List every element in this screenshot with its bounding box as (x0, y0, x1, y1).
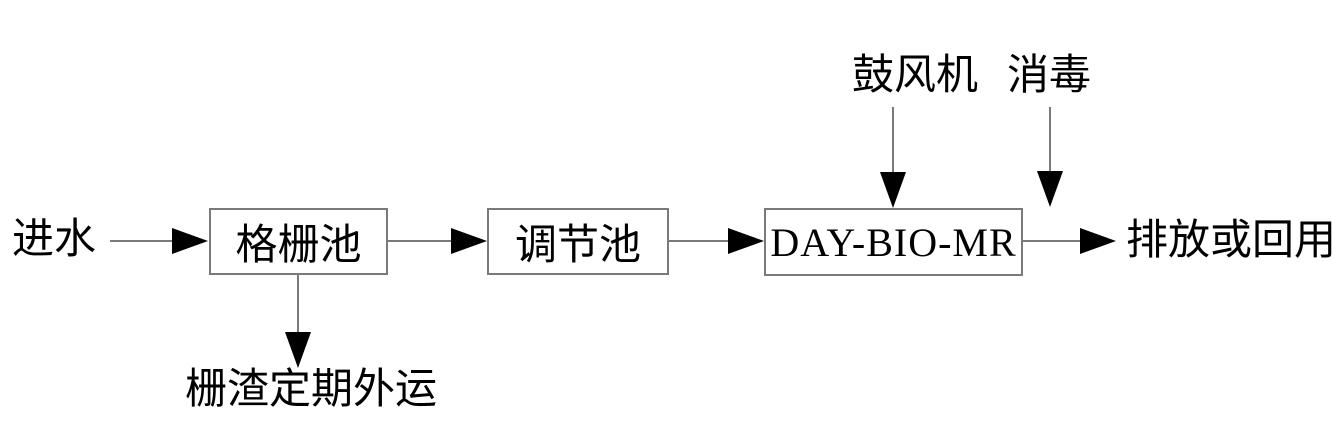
arrow-regulation-to-bioreactor-line (669, 240, 729, 242)
arrow-disinfection-head-icon (1037, 171, 1063, 207)
inlet-label: 进水 (12, 217, 97, 263)
residue-label: 栅渣定期外运 (185, 367, 438, 413)
arrow-bioreactor-to-outlet-head-icon (1080, 228, 1116, 254)
arrow-inlet-to-screen-head-icon (172, 228, 208, 254)
arrow-blower-to-bioreactor-head-icon (880, 172, 906, 208)
box-day-bio-mr: DAY-BIO-MR (764, 208, 1023, 276)
arrow-bioreactor-to-outlet-line (1023, 240, 1081, 242)
arrow-regulation-to-bioreactor-head-icon (728, 228, 764, 254)
disinfection-label: 消毒 (1007, 53, 1092, 99)
arrow-blower-to-bioreactor-line (892, 107, 894, 173)
box-regulation-tank: 调节池 (487, 208, 669, 275)
arrow-screen-to-regulation-line (388, 240, 452, 242)
arrow-inlet-to-screen-line (110, 240, 174, 242)
arrow-disinfection-line (1049, 107, 1051, 172)
arrow-screen-to-residue-line (297, 275, 299, 333)
box-screen-tank: 格栅池 (209, 208, 388, 275)
arrow-screen-to-residue-head-icon (285, 332, 311, 368)
outlet-label: 排放或回用 (1126, 218, 1333, 264)
arrow-screen-to-regulation-head-icon (451, 228, 487, 254)
blower-label: 鼓风机 (852, 53, 979, 99)
